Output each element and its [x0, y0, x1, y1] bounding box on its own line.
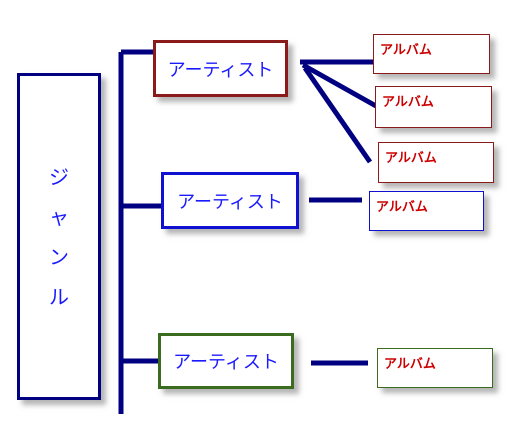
- album-box-2: アルバム: [369, 191, 484, 231]
- album-link-1c: [302, 66, 373, 164]
- album-label: アルバム: [384, 357, 436, 372]
- album-label: アルバム: [382, 95, 434, 110]
- album-box-1c: アルバム: [378, 142, 494, 183]
- artist-label: アーティスト: [173, 352, 279, 373]
- album-label: アルバム: [380, 43, 432, 58]
- genre-char: ン: [49, 244, 69, 269]
- genre-char: ジ: [49, 164, 69, 189]
- genre-box: ジ ャ ン ル: [17, 73, 101, 400]
- album-label: アルバム: [385, 151, 437, 166]
- album-link-1b: [301, 62, 378, 109]
- artist-box-2: アーティスト: [161, 172, 299, 229]
- album-box-1b: アルバム: [375, 86, 492, 128]
- album-label: アルバム: [376, 200, 428, 215]
- album-box-3: アルバム: [377, 348, 493, 388]
- artist-box-1: アーティスト: [153, 40, 288, 97]
- artist-box-3: アーティスト: [158, 333, 294, 389]
- genre-char: ル: [49, 284, 69, 309]
- artist-label: アーティスト: [167, 59, 274, 81]
- album-box-1a: アルバム: [373, 34, 490, 74]
- artist-label: アーティスト: [177, 191, 283, 213]
- genre-char: ャ: [49, 204, 69, 229]
